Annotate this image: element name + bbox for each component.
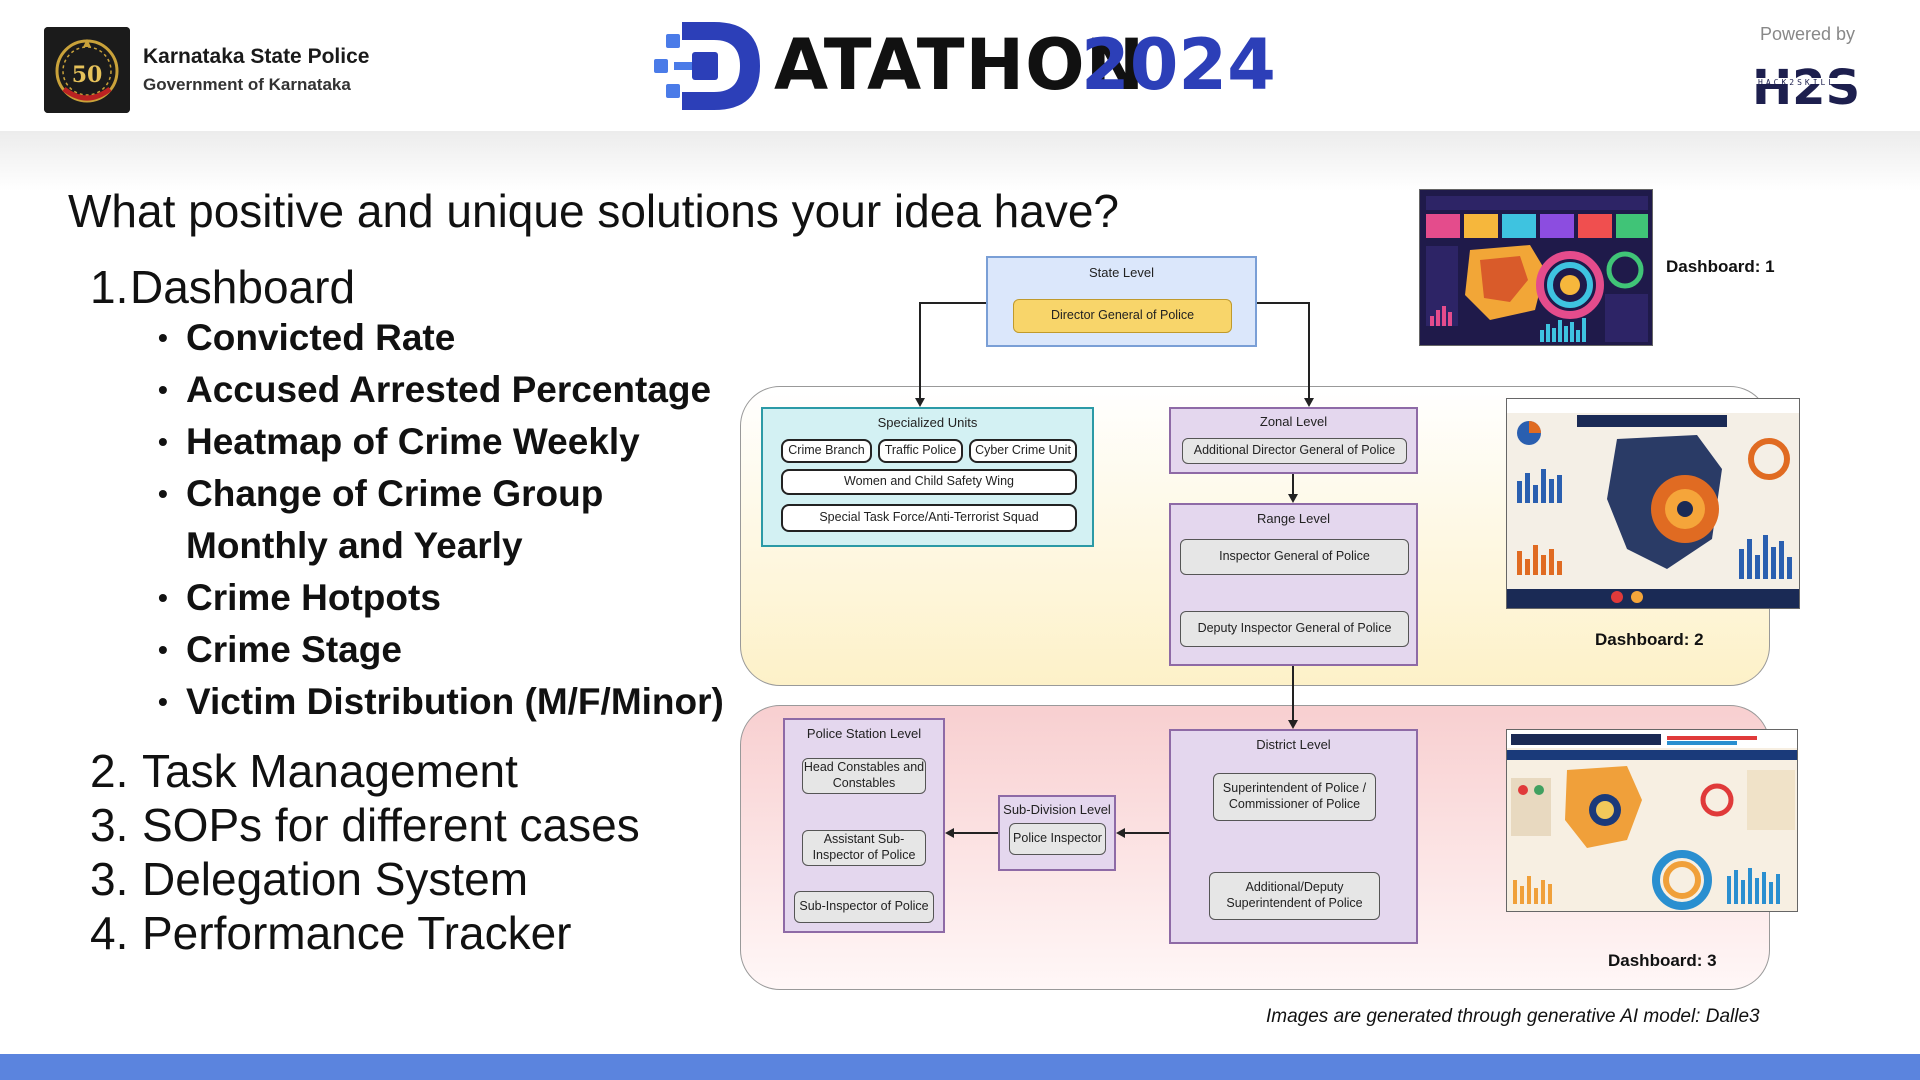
bullet-item: Convicted Rate [152,312,724,364]
brand-year: 2024 [1081,24,1276,106]
police-emblem-logo: 50 [44,27,130,113]
svg-text:HACK2SKILL: HACK2SKILL [1758,78,1836,87]
arrow-down-icon [1304,398,1314,407]
superintendent-node: Superintendent of Police / Commissioner … [1213,773,1376,821]
sub-inspector-node: Sub-Inspector of Police [794,891,934,923]
additional-director-general-node: Additional Director General of Police [1182,438,1407,464]
dashboard-3-label: Dashboard: 3 [1608,951,1717,970]
range-level-box: Range Level Inspector General of Police … [1169,503,1418,666]
dashboard-1-image [1419,189,1653,346]
connector-line [1125,832,1169,834]
image-credit-caption: Images are generated through generative … [1266,1006,1760,1027]
women-child-safety-node: Women and Child Safety Wing [781,469,1077,495]
org-name: Karnataka State Police [143,45,370,68]
brand-word: ATATHON [774,24,1146,106]
solution-item: 2.Task Management [90,745,518,797]
dashboard-2-image [1506,398,1800,609]
dashboard-label: Dashboard [130,261,356,313]
bullet-item: Heatmap of Crime Weekly [152,416,724,468]
dashboard-heading: 1.Dashboard [90,260,355,314]
deputy-inspector-general-node: Deputy Inspector General of Police [1180,611,1409,647]
connector-line [1292,665,1294,721]
dashboard-1-label: Dashboard: 1 [1666,257,1775,276]
arrow-left-icon [1116,828,1125,838]
bullet-item: Victim Distribution (M/F/Minor) [152,676,724,728]
cyber-crime-unit-node: Cyber Crime Unit [969,439,1077,463]
arrow-down-icon [1288,720,1298,729]
bullet-item: Crime Hotpots [152,572,724,624]
state-level-title: State Level [1088,265,1155,280]
police-station-level-box: Police Station Level Head Constables and… [783,718,945,933]
h2s-logo: H2S HACK2SKILL [1752,60,1872,114]
traffic-police-node: Traffic Police [878,439,963,463]
inspector-general-node: Inspector General of Police [1180,539,1409,575]
crime-branch-node: Crime Branch [781,439,872,463]
zonal-level-box: Zonal Level Additional Director General … [1169,407,1418,474]
connector-line [919,302,921,398]
state-level-box: State Level Director General of Police [986,256,1257,347]
range-level-title: Range Level [1257,511,1330,526]
sub-division-level-title: Sub-Division Level [1003,802,1111,817]
svg-text:50: 50 [72,62,103,88]
head-constables-node: Head Constables and Constables [802,758,926,794]
bullet-item: Change of Crime Group [152,468,724,520]
arrow-down-icon [915,398,925,407]
solution-item: 3.Delegation System [90,853,529,905]
bullet-item: Accused Arrested Percentage [152,364,724,416]
additional-deputy-superintendent-node: Additional/Deputy Superintendent of Poli… [1209,872,1380,920]
solution-item-list: 2.Task Management 3.SOPs for different c… [90,744,640,960]
svg-text:H2S: H2S [1752,60,1860,114]
police-inspector-node: Police Inspector [1009,823,1106,855]
connector-line [1256,302,1309,304]
connector-line [1308,302,1310,398]
arrow-down-icon [1288,494,1298,503]
arrow-left-icon [945,828,954,838]
header-bar: 50 Karnataka State Police Government of … [0,0,1920,131]
solution-item: 3.SOPs for different cases [90,799,640,851]
slide-question: What positive and unique solutions your … [68,185,1120,237]
dashboard-2-label: Dashboard: 2 [1595,630,1704,649]
bullet-item: Crime Stage [152,624,724,676]
sub-division-level-box: Sub-Division Level Police Inspector [998,795,1116,871]
org-subtitle: Government of Karnataka [143,75,351,94]
bullet-item-continuation: Monthly and Yearly [186,525,523,566]
dashboard-number: 1. [90,261,129,313]
connector-line [919,302,987,304]
connector-line [1292,473,1294,495]
datathon-d-logo-icon [654,22,760,110]
district-level-box: District Level Superintendent of Police … [1169,729,1418,944]
connector-line [954,832,998,834]
bottom-accent-bar [0,1054,1920,1080]
special-task-force-node: Special Task Force/Anti-Terrorist Squad [781,504,1077,532]
police-station-level-title: Police Station Level [806,726,922,741]
specialized-units-title: Specialized Units [877,415,978,430]
dashboard-3-image [1506,729,1798,912]
assistant-sub-inspector-node: Assistant Sub-Inspector of Police [802,830,926,866]
powered-by-label: Powered by [1760,24,1856,44]
dashboard-bullet-list: Convicted Rate Accused Arrested Percenta… [152,312,724,728]
specialized-units-box: Specialized Units Crime Branch Traffic P… [761,407,1094,547]
zonal-level-title: Zonal Level [1259,414,1328,429]
district-level-title: District Level [1256,737,1331,752]
solution-item: 4.Performance Tracker [90,907,572,959]
header-shadow-fade [0,131,1920,191]
director-general-node: Director General of Police [1013,299,1232,333]
